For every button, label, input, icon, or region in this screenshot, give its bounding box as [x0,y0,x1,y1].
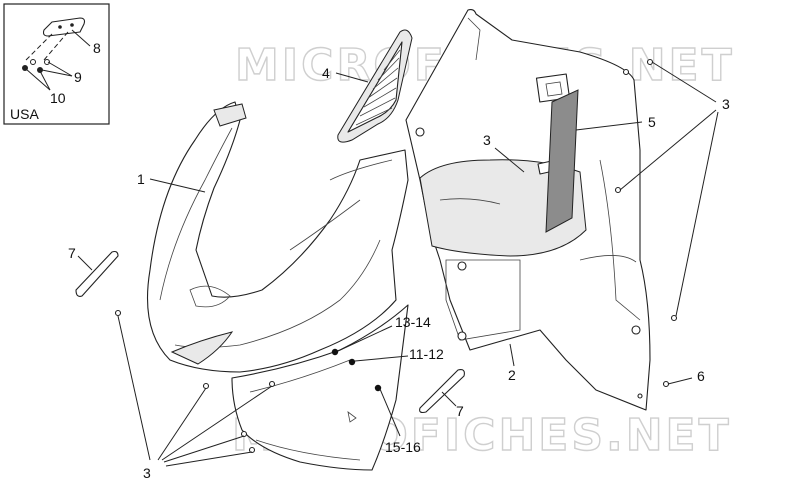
usa-label: USA [10,106,39,122]
callout-10: 10 [50,90,66,106]
callout-9: 9 [74,69,82,85]
callout-7-right: 7 [456,403,464,419]
front-shield-part-1 [147,101,409,373]
callout-6: 6 [697,368,705,384]
inner-panel-part-2 [405,8,651,411]
callout-1: 1 [137,171,145,187]
lower-front-panel [231,304,409,471]
callout-11-12: 11-12 [409,346,444,362]
callout-3-right: 3 [722,96,730,112]
callout-2: 2 [508,367,516,383]
screws-right [614,58,678,399]
callout-3-middle: 3 [483,132,491,148]
trim-strip-part-7-left [75,250,119,297]
callout-8: 8 [93,40,101,56]
callout-7-left: 7 [68,245,76,261]
callout-15-16: 15-16 [385,439,421,455]
callout-5: 5 [648,114,656,130]
gasket-part-5 [545,89,579,233]
callout-3-left: 3 [143,465,151,481]
trim-strip-part-7-right [419,369,465,414]
callout-13-14: 13-14 [395,314,431,330]
callout-4: 4 [322,65,330,81]
vent-grille-part-4 [337,29,413,143]
usa-inset: 8 9 10 USA [3,3,110,125]
